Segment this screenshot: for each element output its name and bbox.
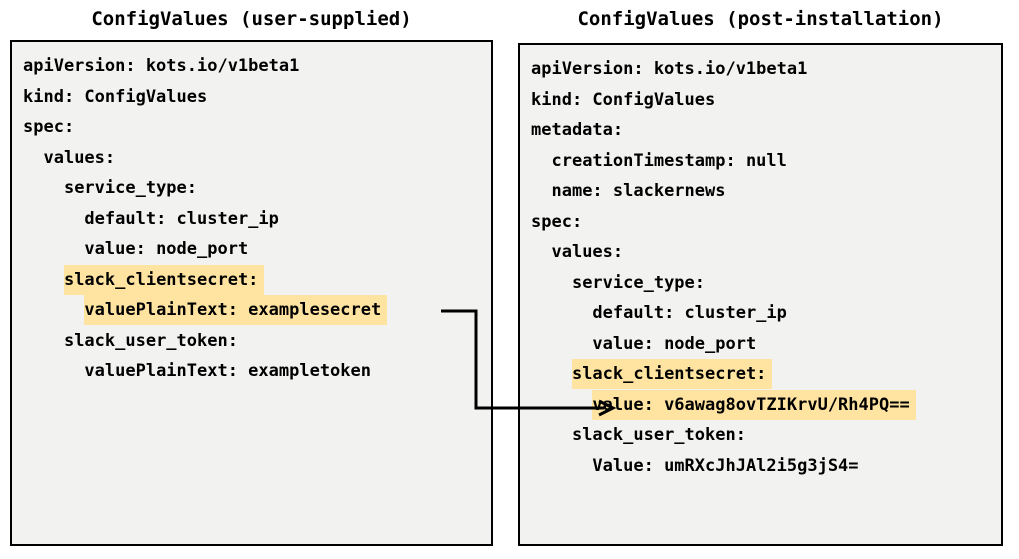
left-yaml-line: slack_user_token:	[23, 326, 491, 357]
right-yaml-line: value: v6awag8ovTZIKrvU/Rh4PQ==	[531, 389, 1001, 421]
yaml-indent	[531, 242, 551, 262]
right-yaml-line: metadata:	[531, 115, 1001, 146]
left-panel-title: ConfigValues (user-supplied)	[91, 8, 412, 30]
left-yaml-line: kind: ConfigValues	[23, 82, 491, 113]
left-yaml-line: value: node_port	[23, 234, 491, 265]
yaml-line-text: service_type:	[571, 272, 706, 293]
yaml-indent	[531, 456, 592, 476]
right-yaml-line: default: cluster_ip	[531, 298, 1001, 329]
yaml-indent	[531, 425, 572, 445]
right-config-panel: apiVersion: kots.io/v1beta1 kind: ConfigV…	[518, 43, 1003, 546]
left-yaml-line: default: cluster_ip	[23, 204, 491, 235]
yaml-line-text: value: v6awag8ovTZIKrvU/Rh4PQ==	[592, 389, 910, 420]
yaml-line-text: slack_user_token:	[63, 330, 238, 351]
yaml-indent	[531, 364, 572, 384]
right-yaml-line: name: slackernews	[531, 176, 1001, 207]
yaml-indent	[531, 303, 592, 323]
yaml-line-text: value: node_port	[592, 333, 757, 354]
yaml-line-text: kind: ConfigValues	[531, 89, 716, 110]
yaml-indent	[23, 178, 64, 198]
yaml-line-text: default: cluster_ip	[84, 208, 279, 229]
yaml-line-text: slack_user_token:	[571, 425, 746, 445]
left-yaml-block: apiVersion: kots.io/v1beta1 kind: ConfigV…	[23, 51, 491, 387]
right-yaml-line: value: node_port	[531, 329, 1001, 360]
yaml-line-text: Value: umRXcJhJAl2i5g3jS4=	[592, 455, 859, 476]
yaml-line-text: value: node_port	[84, 239, 249, 259]
yaml-indent	[23, 148, 43, 168]
right-yaml-line: kind: ConfigValues	[531, 85, 1001, 116]
yaml-line-text: values:	[551, 242, 624, 262]
yaml-indent	[531, 395, 592, 415]
yaml-line-text: default: cluster_ip	[592, 303, 787, 323]
left-yaml-line: values:	[23, 143, 491, 174]
yaml-indent	[23, 300, 84, 320]
yaml-indent	[531, 334, 592, 354]
left-yaml-line: spec:	[23, 112, 491, 143]
yaml-line-text: values:	[43, 147, 116, 168]
yaml-indent	[23, 239, 84, 259]
yaml-indent	[23, 331, 64, 351]
yaml-indent	[531, 151, 551, 171]
yaml-line-text: service_type:	[63, 178, 198, 198]
yaml-line-text: apiVersion: kots.io/v1beta1	[23, 56, 300, 76]
yaml-indent	[531, 273, 572, 293]
yaml-line-text: name: slackernews	[551, 181, 726, 201]
yaml-indent	[23, 209, 84, 229]
right-yaml-block: apiVersion: kots.io/v1beta1 kind: ConfigV…	[531, 54, 1001, 481]
right-yaml-line: apiVersion: kots.io/v1beta1	[531, 54, 1001, 85]
left-yaml-line: slack_clientsecret:	[23, 264, 491, 296]
right-yaml-line: spec:	[531, 207, 1001, 238]
yaml-indent	[531, 181, 551, 201]
left-config-panel: apiVersion: kots.io/v1beta1 kind: ConfigV…	[10, 40, 493, 546]
right-panel-title: ConfigValues (post-installation)	[577, 8, 944, 30]
yaml-line-text: spec:	[531, 211, 583, 232]
right-yaml-line: values:	[531, 237, 1001, 268]
yaml-line-text: kind: ConfigValues	[23, 86, 208, 107]
yaml-line-text: valuePlainText: exampletoken	[84, 361, 371, 381]
yaml-line-text: creationTimestamp: null	[551, 150, 787, 171]
right-yaml-line: service_type:	[531, 268, 1001, 299]
left-yaml-line: apiVersion: kots.io/v1beta1	[23, 51, 491, 82]
right-yaml-line: slack_clientsecret:	[531, 359, 1001, 390]
yaml-line-text: slack_clientsecret:	[63, 264, 259, 295]
yaml-indent	[23, 270, 64, 290]
right-yaml-line: Value: umRXcJhJAl2i5g3jS4=	[531, 451, 1001, 482]
yaml-line-text: apiVersion: kots.io/v1beta1	[531, 59, 808, 79]
yaml-line-text: valuePlainText: examplesecret	[84, 295, 382, 325]
left-yaml-line: valuePlainText: exampletoken	[23, 356, 491, 387]
left-yaml-line: service_type:	[23, 173, 491, 204]
left-yaml-line: valuePlainText: examplesecret	[23, 295, 491, 326]
yaml-line-text: slack_clientsecret:	[571, 359, 767, 389]
right-yaml-line: slack_user_token:	[531, 420, 1001, 451]
yaml-line-text: spec:	[23, 117, 75, 137]
yaml-indent	[23, 361, 84, 381]
yaml-line-text: metadata:	[531, 120, 624, 140]
right-yaml-line: creationTimestamp: null	[531, 146, 1001, 177]
